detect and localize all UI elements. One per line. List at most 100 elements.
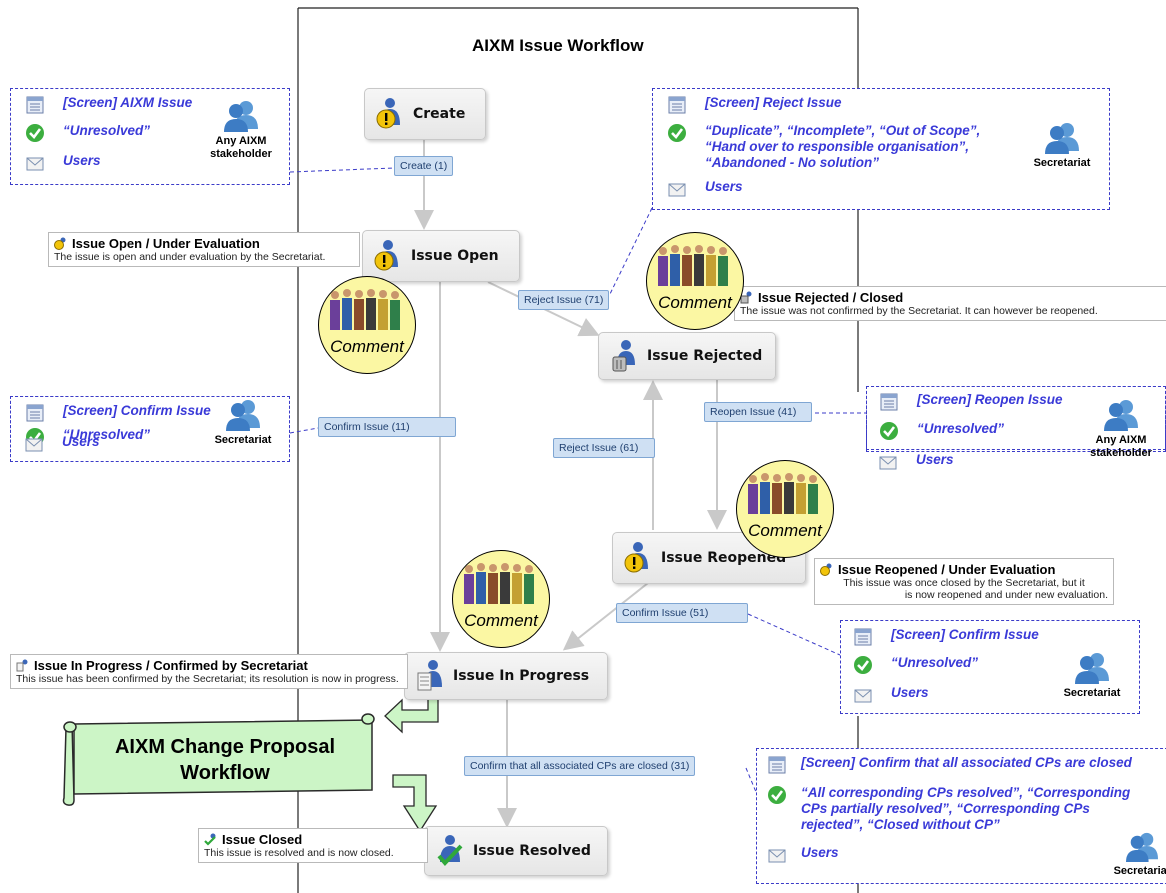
comment-bubble[interactable]: Comment: [646, 232, 744, 330]
transition-reject-61[interactable]: Reject Issue (61): [553, 438, 655, 458]
trash-person-icon: [612, 340, 635, 372]
state-issue-open-label: Issue Open: [411, 248, 499, 264]
people-group-icon: [748, 473, 818, 514]
users-icon: [226, 400, 260, 431]
people-group-icon: [658, 245, 728, 286]
envelope-icon: [768, 849, 786, 863]
screen-notify: Users: [705, 179, 743, 194]
screen-form-icon: [880, 393, 898, 411]
screen-status: “Unresolved”: [917, 421, 1005, 436]
comment-bubble[interactable]: Comment: [452, 550, 550, 648]
cp-line1: AIXM Change Proposal: [114, 736, 336, 758]
state-create-label: Create: [413, 106, 466, 122]
note-body: This issue has been confirmed by the Sec…: [16, 673, 399, 685]
comment-label: Comment: [464, 611, 538, 630]
screen-status: “Duplicate”, “Incomplete”, “Out of Scope…: [705, 123, 980, 171]
issue-small-icon: [54, 237, 66, 250]
state-issue-reopened-label: Issue Reopened: [661, 550, 787, 566]
users-icon: [1075, 653, 1109, 684]
actor: Secretariat: [1049, 651, 1135, 700]
transition-confirm-cps-31[interactable]: Confirm that all associated CPs are clos…: [464, 756, 696, 776]
note-body: This issue is resolved and is now closed…: [204, 847, 394, 859]
note-body-line2: is now reopened and under new evaluation…: [904, 589, 1108, 601]
status-line1: “All corresponding CPs resolved”, “Corre…: [801, 785, 1131, 800]
envelope-icon: [26, 157, 44, 171]
users-icon: [1126, 832, 1158, 863]
state-issue-resolved[interactable]: Issue Resolved: [424, 826, 608, 876]
trash-small-icon: [740, 291, 752, 304]
screen-name: [Screen] Reopen Issue: [917, 392, 1063, 407]
scroll-shape: [62, 713, 375, 806]
comment-label: Comment: [748, 521, 822, 540]
note-issue-rejected: Issue Rejected / Closed The issue was no…: [734, 286, 1166, 321]
note-issue-reopened: Issue Reopened / Under Evaluation This i…: [814, 558, 1114, 605]
status-line1: “Duplicate”, “Incomplete”, “Out of Scope…: [705, 123, 981, 138]
screen-reject-issue: [Screen] Reject Issue “Duplicate”, “Inco…: [652, 88, 1110, 210]
state-issue-resolved-label: Issue Resolved: [473, 843, 591, 859]
arrow-from-cp-icon: [392, 774, 438, 833]
actor: Any AIXM stakeholder: [1078, 398, 1164, 460]
screen-form-icon: [854, 628, 872, 646]
state-issue-open[interactable]: Issue Open: [362, 230, 520, 282]
screen-name: [Screen] Reject Issue: [705, 95, 842, 110]
status-line3: “Abandoned - No solution”: [705, 155, 879, 170]
screen-aixm-issue: [Screen] AIXM Issue “Unresolved” Users A…: [10, 88, 290, 185]
transition-confirm-51[interactable]: Confirm Issue (51): [616, 603, 748, 623]
actor-line1: Any AIXM: [1095, 434, 1147, 446]
state-create[interactable]: Create: [364, 88, 486, 140]
issue-person-icon: [374, 240, 398, 271]
state-issue-in-progress[interactable]: Issue In Progress: [404, 652, 608, 700]
screen-name: [Screen] Confirm Issue: [891, 627, 1039, 642]
envelope-icon: [668, 183, 686, 197]
comment-label: Comment: [658, 293, 732, 312]
cp-line2: Workflow: [180, 762, 270, 784]
check-circle-icon: [854, 656, 872, 674]
note-body: The issue was not confirmed by the Secre…: [740, 305, 1098, 317]
screen-status: “Unresolved”: [891, 655, 979, 670]
status-line2: CPs partially resolved”, “Corresponding …: [801, 801, 1090, 816]
screen-status: “All corresponding CPs resolved”, “Corre…: [801, 785, 1130, 833]
document-person-icon: [417, 660, 442, 691]
state-issue-in-progress-label: Issue In Progress: [453, 668, 590, 684]
transition-confirm-11[interactable]: Confirm Issue (11): [318, 417, 456, 437]
screen-form-icon: [26, 96, 44, 114]
actor: Secretariat: [200, 398, 286, 447]
comment-label: Comment: [330, 337, 404, 356]
actor-line2: stakeholder: [1090, 447, 1152, 459]
transition-reopen-41[interactable]: Reopen Issue (41): [704, 402, 812, 422]
envelope-icon: [25, 438, 43, 452]
envelope-icon: [854, 689, 872, 703]
screen-notify: Users: [891, 685, 929, 700]
transition-create[interactable]: Create (1): [394, 156, 454, 176]
note-title: Issue Reopened / Under Evaluation: [838, 562, 1056, 577]
comment-bubble[interactable]: Comment: [736, 460, 834, 558]
actor-label: Secretariat: [1033, 157, 1091, 169]
state-issue-rejected[interactable]: Issue Rejected: [598, 332, 776, 380]
note-title: Issue Open / Under Evaluation: [72, 236, 260, 251]
actor: Any AIXM stakeholder: [197, 99, 285, 161]
people-group-icon: [464, 563, 534, 604]
state-issue-rejected-label: Issue Rejected: [647, 348, 763, 364]
users-icon: [1045, 123, 1079, 154]
screen-confirm-cps: [Screen] Confirm that all associated CPs…: [756, 748, 1166, 884]
issue-person-icon: [624, 542, 648, 573]
confirm-left-notify-row: Users: [24, 434, 100, 454]
note-issue-open: Issue Open / Under Evaluation The issue …: [48, 232, 360, 267]
change-proposal-workflow[interactable]: AIXM Change Proposal Workflow: [80, 734, 370, 786]
document-small-icon: [16, 659, 28, 672]
users-icon: [224, 101, 258, 132]
actor: Secretariat: [1099, 831, 1166, 878]
note-issue-closed: Issue Closed This issue is resolved and …: [198, 828, 428, 863]
status-line3: rejected”, “Closed without CP”: [801, 817, 1000, 832]
transition-reject-71[interactable]: Reject Issue (71): [518, 290, 610, 310]
comment-bubble[interactable]: Comment: [318, 276, 416, 374]
check-circle-icon: [26, 124, 44, 142]
screen-form-icon: [668, 96, 686, 114]
diagram-title: AIXM Issue Workflow: [472, 36, 644, 55]
people-group-icon: [330, 289, 400, 330]
actor-label: Secretariat: [1063, 687, 1121, 699]
check-small-icon: [204, 833, 216, 846]
actor-label: Secretariat: [1113, 865, 1166, 877]
screen-name: [Screen] Confirm Issue: [63, 403, 211, 418]
